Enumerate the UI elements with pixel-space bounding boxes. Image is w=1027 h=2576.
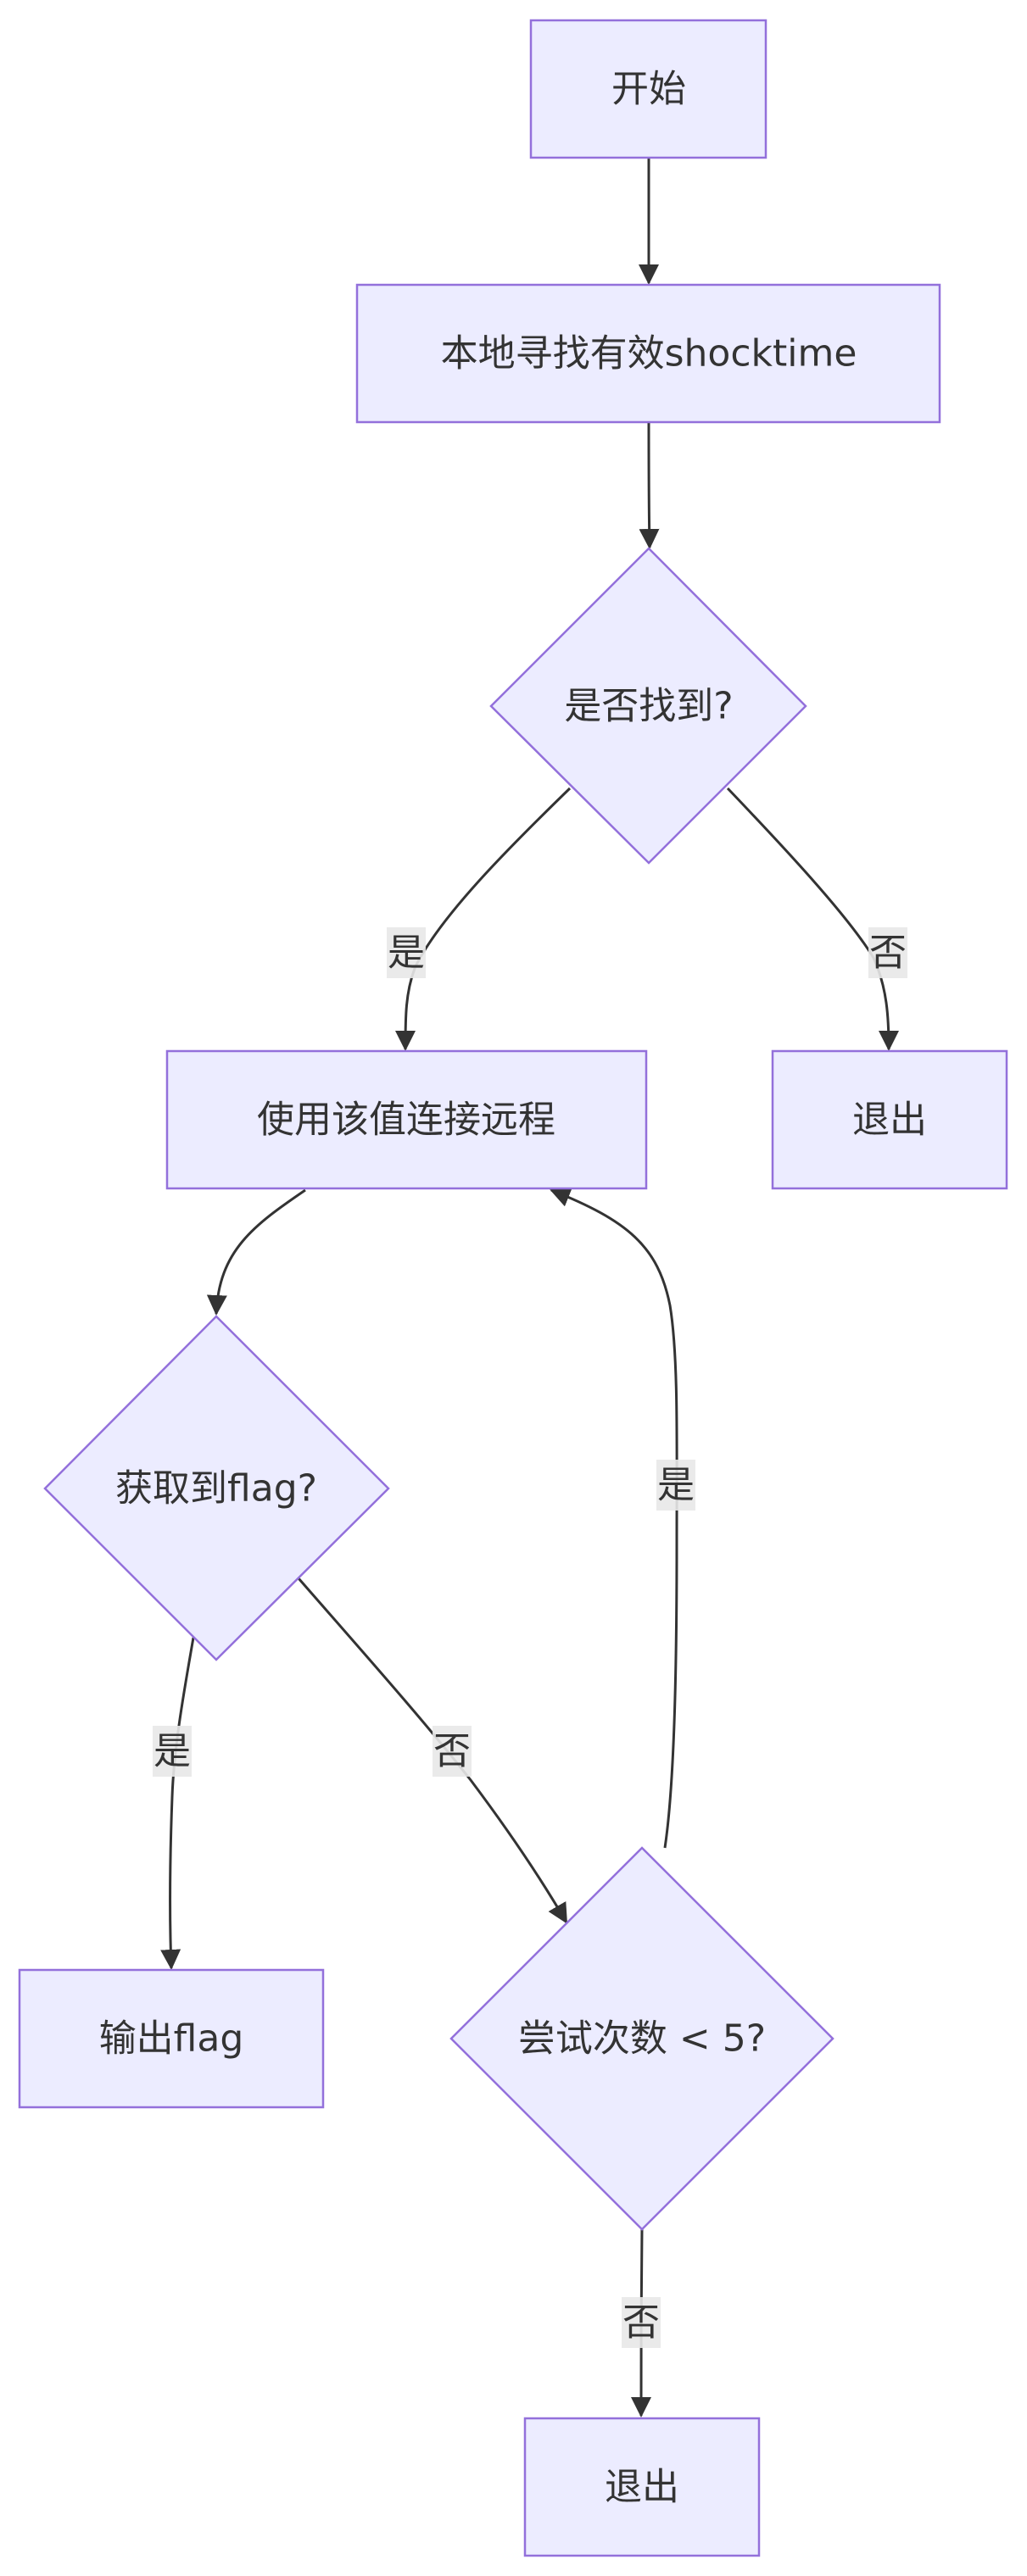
edge-label-flag-yes: 是 (153, 1726, 192, 1777)
edge-label-flag-no: 否 (433, 1726, 472, 1777)
nodes: 开始 本地寻找有效shocktime 是否找到? 使用该值连接远程 退出 获取到… (18, 19, 1008, 2557)
edge-label-found-yes: 是 (387, 927, 426, 978)
edge-label-attempts-no: 否 (622, 2297, 661, 2348)
edge-label-text: 否 (433, 1730, 471, 1773)
edge-label-text: 是 (657, 1464, 695, 1507)
node-exit-2-label: 退出 (605, 2466, 679, 2509)
decision-got-flag: 获取到flag? (43, 1315, 390, 1661)
edge-connect-to-flag-decision (206, 1188, 306, 1316)
decision-found-label: 是否找到? (564, 685, 733, 728)
node-exit-1: 退出 (771, 1049, 1008, 1190)
edge-labels: 是 否 是 否 是 否 (153, 927, 907, 2348)
node-find-local-shocktime: 本地寻找有效shocktime (355, 283, 941, 424)
node-start-label: 开始 (611, 68, 686, 111)
node-output-flag: 输出flag (18, 1968, 325, 2109)
node-output-flag-label: 输出flag (99, 2017, 244, 2061)
node-connect-label: 使用该值连接远程 (257, 1099, 555, 1142)
node-find-local-label: 本地寻找有效shocktime (441, 332, 857, 376)
edge-label-text: 否 (869, 932, 907, 975)
edge-attempts-yes (550, 1188, 678, 1849)
edge-flag-yes (160, 1637, 195, 1970)
node-exit-1-label: 退出 (852, 1099, 927, 1142)
edge-label-text: 是 (153, 1730, 191, 1773)
edge-find-to-found-decision (639, 421, 660, 549)
edge-found-no (726, 787, 899, 1051)
edge-label-text: 否 (622, 2301, 660, 2345)
node-connect-remote: 使用该值连接远程 (165, 1049, 648, 1190)
node-exit-2: 退出 (523, 2417, 761, 2557)
edge-found-yes (395, 787, 572, 1051)
edge-label-found-no: 否 (868, 927, 907, 978)
edge-label-attempts-yes: 是 (656, 1460, 695, 1511)
node-start: 开始 (529, 19, 767, 159)
edge-label-text: 是 (388, 932, 425, 975)
decision-attempts-label: 尝试次数 < 5? (518, 2017, 766, 2061)
decision-attempts: 尝试次数 < 5? (449, 1846, 834, 2231)
decision-found: 是否找到? (489, 547, 807, 865)
decision-got-flag-label: 获取到flag? (115, 1467, 317, 1511)
